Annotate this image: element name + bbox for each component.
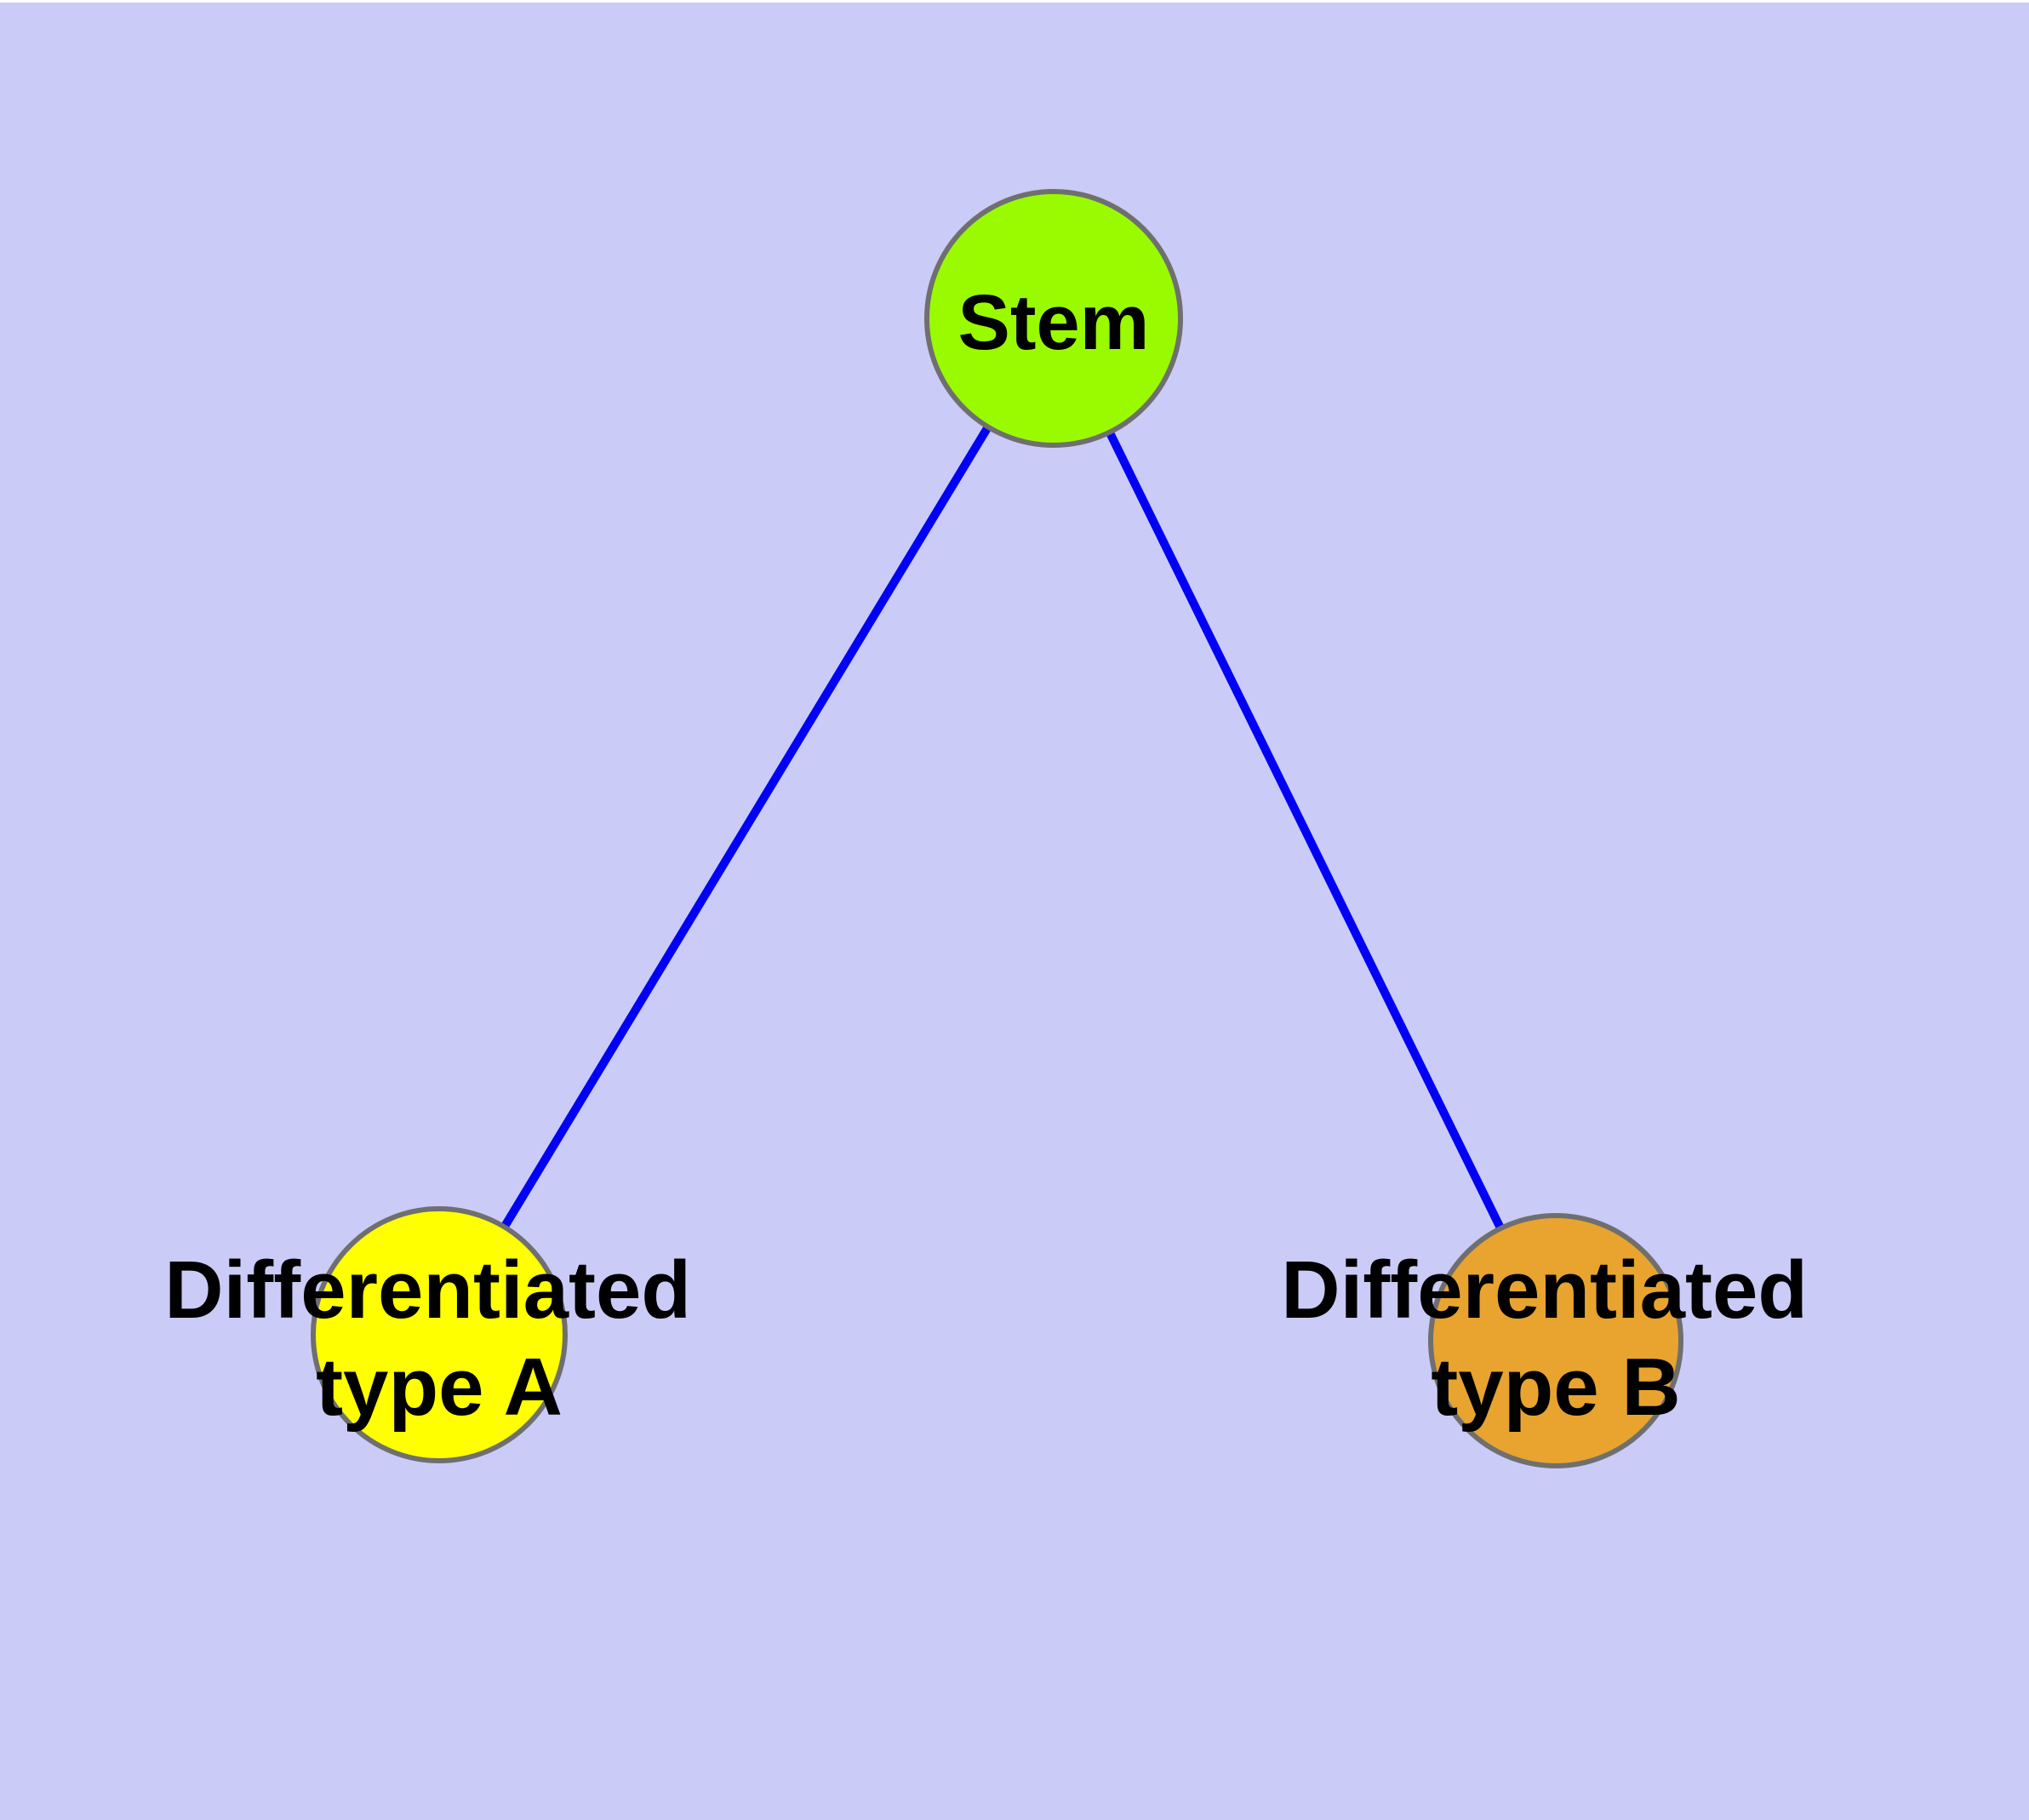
node-type-a-label-line-2: type A — [316, 1342, 563, 1433]
node-type-b-label: Differentiated type B — [1281, 1245, 1830, 1433]
node-stem — [924, 189, 1183, 448]
node-stem-label: Stem — [958, 279, 1150, 366]
node-differentiated-type-b — [1428, 1213, 1683, 1468]
edge-stem-to-type-a — [435, 316, 1058, 1337]
node-type-a-label: Differentiated type A — [164, 1245, 713, 1433]
node-type-a-label-line-1: Differentiated — [164, 1245, 691, 1336]
node-type-b-label-line-1: Differentiated — [1281, 1245, 1808, 1336]
top-margin — [0, 0, 2029, 3]
edge-stem-to-type-b — [1049, 316, 1560, 1343]
node-type-b-label-line-2: type B — [1431, 1342, 1680, 1433]
node-differentiated-type-a — [311, 1206, 568, 1463]
